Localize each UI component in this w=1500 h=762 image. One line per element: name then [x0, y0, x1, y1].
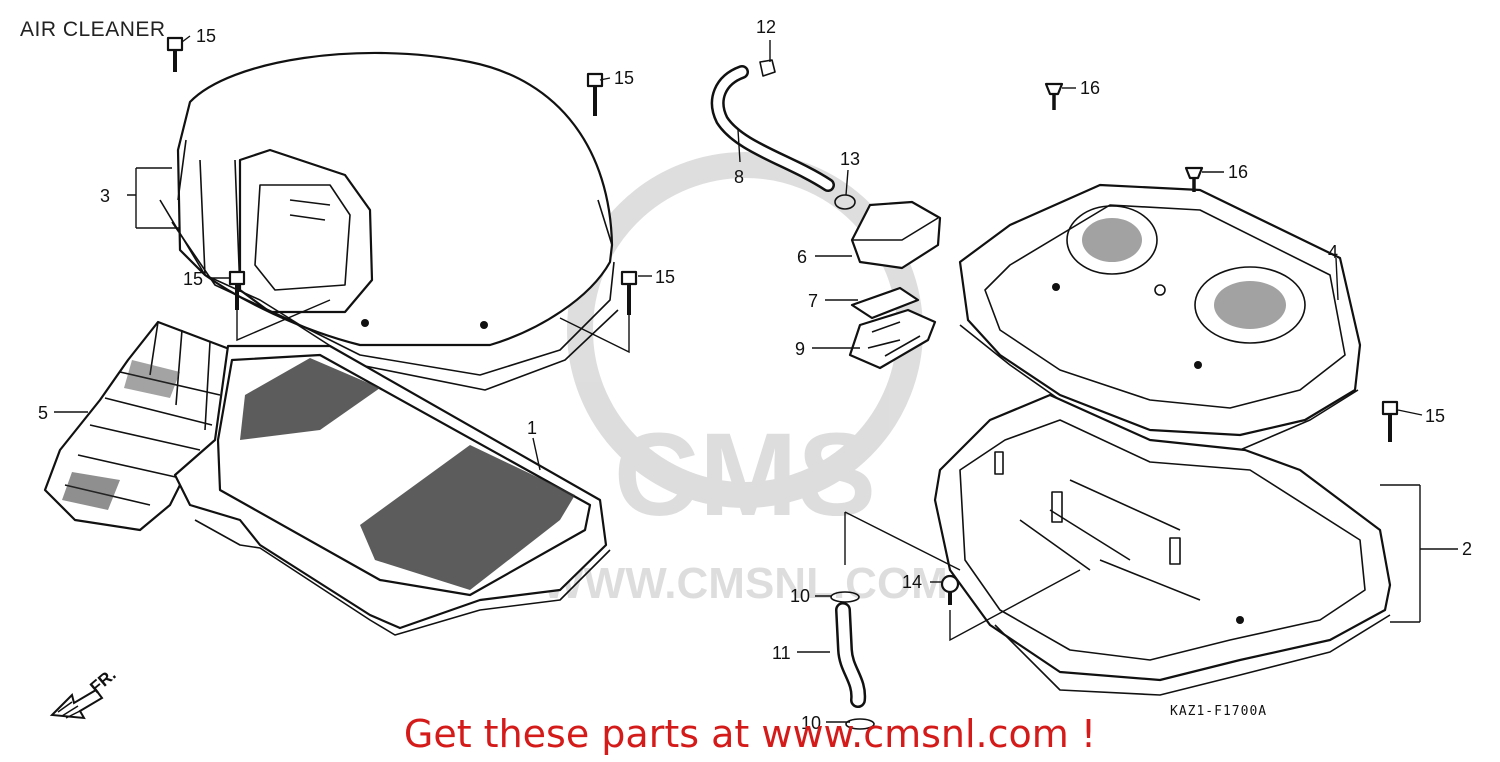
bolts — [166, 36, 1399, 605]
page-title: AIR CLEANER — [20, 18, 166, 41]
part-air-duct — [43, 320, 234, 532]
callout-15-top-center: 15 — [614, 68, 634, 88]
callout-6: 6 — [797, 247, 807, 267]
callout-3: 3 — [100, 186, 110, 206]
promo-banner-text: Get these parts at www.cmsnl.com ! — [403, 712, 1097, 756]
callout-15-right: 15 — [1425, 406, 1445, 426]
bolt-15-top-center — [586, 72, 604, 116]
callout-7: 7 — [808, 291, 818, 311]
bolt-14 — [940, 574, 960, 605]
callout-labels: 1 2 3 4 5 6 7 8 9 10 10 11 12 13 14 15 1… — [38, 17, 1472, 733]
screw-16-lower — [1184, 166, 1204, 192]
part-drain-hose — [830, 591, 875, 730]
part-breather-separator — [848, 200, 942, 370]
callout-10-lower: 10 — [801, 713, 821, 733]
part-breather-hose — [710, 59, 856, 210]
part-filter-element — [173, 344, 611, 636]
callout-9: 9 — [795, 339, 805, 359]
callout-1: 1 — [527, 418, 537, 438]
callout-15-left: 15 — [183, 269, 203, 289]
part-housing-lower — [933, 393, 1392, 696]
callout-16-lower: 16 — [1228, 162, 1248, 182]
bolt-15-top-left — [166, 36, 184, 72]
callout-12: 12 — [756, 17, 776, 37]
callout-4: 4 — [1328, 242, 1338, 262]
filter-pleats — [240, 358, 575, 590]
screw-16-top — [1044, 82, 1064, 110]
diagram-reference-code: KAZ1-F1700A — [1170, 704, 1268, 719]
callout-11: 11 — [772, 643, 791, 663]
leader-lines — [54, 35, 1458, 723]
watermark-logo-text: CMS — [614, 409, 876, 541]
callout-16-top: 16 — [1080, 78, 1100, 98]
callout-5: 5 — [38, 403, 48, 423]
callout-2: 2 — [1462, 539, 1472, 559]
callout-10-upper: 10 — [790, 586, 810, 606]
callout-13: 13 — [840, 149, 860, 169]
part-housing-upper — [958, 183, 1362, 451]
front-direction-arrow: FR. — [49, 665, 120, 720]
watermark: CMS WWW.CMSNL.COM — [542, 152, 948, 608]
callout-15-center: 15 — [655, 267, 675, 287]
callout-14: 14 — [902, 572, 922, 592]
callout-15-top-left: 15 — [196, 26, 216, 46]
part-upper-cover — [159, 51, 619, 391]
callout-8: 8 — [734, 167, 744, 187]
bolt-15-center — [620, 270, 638, 315]
watermark-url-text: WWW.CMSNL.COM — [542, 559, 948, 608]
bolt-15-right — [1381, 400, 1399, 442]
